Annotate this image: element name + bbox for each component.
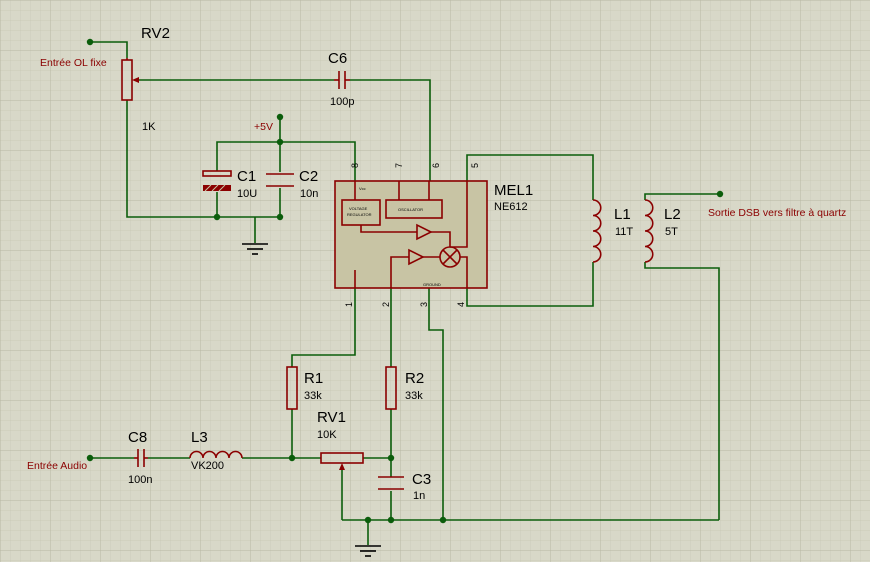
c6-value: 100p <box>330 96 354 108</box>
c1-capacitor[interactable]: C1 10U <box>202 168 257 200</box>
mel1-pin-6: 6 <box>431 163 441 168</box>
rv1-value: 10K <box>317 429 337 441</box>
wire-c6-pin6[interactable] <box>350 79 431 181</box>
c1-top-plate <box>202 170 232 177</box>
rv1-potentiometer[interactable]: RV1 10K <box>317 409 364 470</box>
junction-ground-3 <box>439 516 447 524</box>
junction-r1-audio <box>288 454 296 462</box>
rv2-ref: RV2 <box>141 25 170 42</box>
mel1-pin-5: 5 <box>470 163 480 168</box>
junction-c2-bottom <box>276 213 284 221</box>
mel1-pin-8: 8 <box>350 163 360 168</box>
mel1-pin-7: 7 <box>394 163 404 168</box>
mel1-body <box>334 180 488 289</box>
l3-inductor[interactable]: L3 VK200 <box>189 429 243 472</box>
c1-bottom-plate <box>203 185 231 191</box>
c2-ref: C2 <box>299 168 318 185</box>
c3-value: 1n <box>413 490 425 502</box>
net-label-ol-input: Entrée OL fixe <box>40 57 107 69</box>
junction-5v-rail <box>276 138 284 146</box>
wires <box>90 41 720 545</box>
junction-ol-input <box>86 38 94 46</box>
c6-capacitor[interactable]: C6 100p <box>328 50 354 108</box>
mel1-vcc-label: Vcc <box>359 186 366 191</box>
mel1-regulator-label-2: REGULATOR <box>347 212 372 217</box>
mel1-ground-label: GROUND <box>423 282 441 287</box>
r1-value: 33k <box>304 390 322 402</box>
wire-ol-input[interactable] <box>90 41 128 58</box>
junction-ground-2 <box>387 516 395 524</box>
c3-capacitor[interactable]: C3 1n <box>378 471 431 502</box>
l3-value: VK200 <box>191 460 224 472</box>
wire-pin5-l1[interactable] <box>466 154 594 200</box>
l3-ref: L3 <box>191 429 208 446</box>
net-label-dsb-output: Sortie DSB vers filtre à quartz <box>708 207 846 219</box>
l2-inductor[interactable]: L2 5T <box>644 199 681 263</box>
wire-caps-ground[interactable] <box>217 216 280 243</box>
mel1-pin-2: 2 <box>381 302 391 307</box>
c1-ref: C1 <box>237 168 256 185</box>
rv2-potentiometer[interactable]: RV2 1K <box>121 25 170 133</box>
net-label-5v: +5V <box>254 121 273 133</box>
rv2-value: 1K <box>142 121 156 133</box>
c2-capacitor[interactable]: C2 10n <box>266 168 318 200</box>
l2-coil <box>644 199 654 263</box>
mel1-pin-1: 1 <box>344 302 354 307</box>
r2-body <box>385 366 397 410</box>
c1-value: 10U <box>237 188 257 200</box>
mel1-amp-lower <box>408 248 425 266</box>
mel1-oscillator-block <box>385 199 443 219</box>
wire-pin1-r1[interactable] <box>291 288 356 367</box>
wire-l2-output[interactable] <box>644 193 720 200</box>
mel1-ref: MEL1 <box>494 182 533 199</box>
ground-symbol-lower <box>355 545 381 557</box>
r2-ref: R2 <box>405 370 424 387</box>
r1-ref: R1 <box>304 370 323 387</box>
l1-ref: L1 <box>614 206 631 223</box>
junction-c1-bottom <box>213 213 221 221</box>
l1-coil <box>592 199 602 263</box>
junction-dsb-output <box>716 190 724 198</box>
l3-coil <box>189 450 243 459</box>
net-label-audio-input: Entrée Audio <box>27 460 87 472</box>
rv1-ref: RV1 <box>317 409 346 426</box>
mel1-value: NE612 <box>494 201 528 213</box>
junction-audio-input <box>86 454 94 462</box>
junction-rv1-c3 <box>387 454 395 462</box>
c3-ref: C3 <box>412 471 431 488</box>
c8-value: 100n <box>128 474 152 486</box>
l2-ref: L2 <box>664 206 681 223</box>
wire-l2-ground[interactable] <box>644 262 720 520</box>
r1-resistor[interactable]: R1 33k <box>286 366 323 410</box>
r2-resistor[interactable]: R2 33k <box>385 366 424 410</box>
r2-value: 33k <box>405 390 423 402</box>
mel1-regulator-label-1: VOLTAGE <box>349 206 368 211</box>
junction-ground-1 <box>364 516 372 524</box>
rv2-wiper-arrow <box>132 77 139 83</box>
c2-value: 10n <box>300 188 318 200</box>
ground-symbol-upper <box>242 243 268 255</box>
junctions <box>86 38 724 524</box>
mel1-ne612-chip[interactable]: Vcc VOLTAGE REGULATOR OSCILLATOR GROUND … <box>334 163 533 307</box>
l1-inductor[interactable]: L1 11T <box>592 199 633 263</box>
junction-5v <box>276 113 284 121</box>
wire-pin3-ground[interactable] <box>428 288 444 520</box>
r1-body <box>286 366 298 410</box>
mel1-pin-4: 4 <box>456 302 466 307</box>
c6-ref: C6 <box>328 50 347 67</box>
c8-capacitor[interactable]: C8 100n <box>128 429 152 486</box>
wire-5v-rail[interactable] <box>216 141 356 181</box>
wire-rv2-bottom[interactable] <box>126 100 217 218</box>
mel1-pin-3: 3 <box>419 302 429 307</box>
l1-value: 11T <box>615 226 633 238</box>
rv1-wiper-arrow <box>339 463 345 470</box>
mel1-amp-upper <box>416 223 433 241</box>
l2-value: 5T <box>665 226 678 238</box>
wire-pin4-l1[interactable] <box>466 262 594 307</box>
c8-ref: C8 <box>128 429 147 446</box>
mel1-oscillator-label: OSCILLATOR <box>398 207 423 212</box>
